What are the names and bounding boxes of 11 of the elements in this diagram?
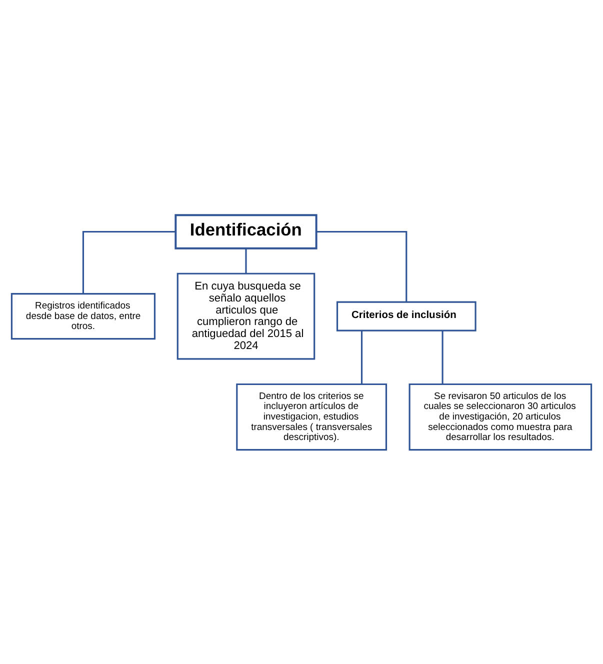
node-box: Se revisaron 50 articulos de los cuales se seleccionaron 30 articulos de investigación, 20 articulos seleccionados como muestra para desarrollar los resultados.: [408, 382, 592, 450]
connector: [360, 330, 363, 384]
connector: [245, 248, 247, 273]
node-box: Criterios de inclusión: [336, 300, 476, 331]
connector: [316, 230, 408, 302]
connector: [82, 230, 176, 294]
node-box: Identificación: [174, 214, 318, 249]
connector: [442, 330, 444, 384]
node-box: Dentro de los criterios se incluyeron artículos de investigacion, estudios transversales ( transversales descriptivos).: [236, 382, 388, 450]
node-box: En cuya busqueda se señalo aquellos articulos que cumplieron rango de antiguedad del 2015 al 2024: [176, 272, 316, 360]
node-box: Registros identificados desde base de datos, entre otros.: [10, 292, 156, 340]
